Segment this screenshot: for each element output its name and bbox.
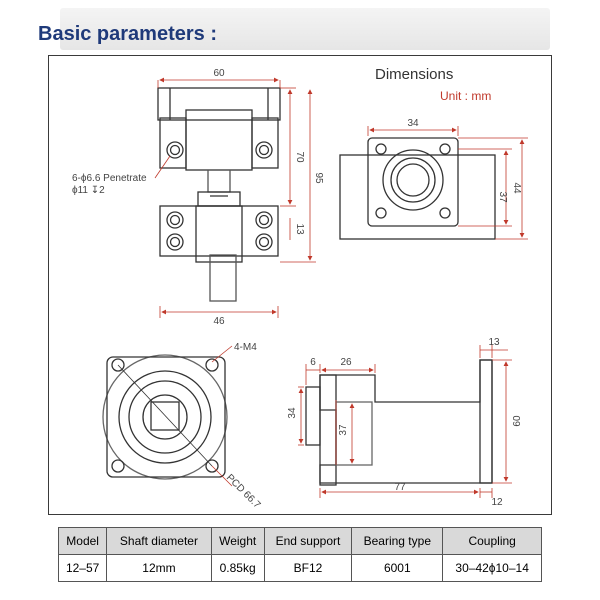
bottom-view-dimensions	[211, 345, 233, 487]
table-cell: 0.85kg	[210, 554, 265, 582]
front-view	[157, 87, 281, 302]
dim-section-26: 26	[340, 357, 352, 368]
dimensions-title: Dimensions	[375, 66, 453, 83]
mounting-hole-icon	[166, 141, 273, 251]
hole-callout-line1: 6-ϕ6.6 Penetrate	[72, 173, 147, 184]
dim-section-13: 13	[488, 337, 500, 348]
unit-label: Unit : mm	[440, 89, 491, 103]
page-title: Basic parameters :	[38, 23, 217, 45]
side-view	[339, 137, 496, 240]
table-cell: 6001	[351, 554, 444, 582]
parameters-table: Model Shaft diameter Weight End support …	[57, 527, 542, 582]
dim-section-6: 6	[310, 357, 316, 368]
dim-side-34: 34	[407, 118, 419, 129]
label-4-m4: 4-M4	[234, 342, 257, 353]
dim-section-60: 60	[512, 415, 523, 427]
label-pcd: PCD 66.7	[224, 472, 263, 511]
dim-side-37: 37	[497, 191, 508, 203]
dim-front-95: 95	[313, 172, 324, 184]
table-row: 12–57 12mm 0.85kg BF12 6001 30–42ϕ10–14	[57, 554, 542, 582]
table-header-row: Model Shaft diameter Weight End support …	[57, 527, 542, 555]
section-view-dimensions	[298, 345, 512, 498]
dim-section-77: 77	[394, 482, 406, 493]
table-header-cell: Shaft diameter	[106, 527, 212, 555]
table-header-cell: Bearing type	[351, 527, 444, 555]
dim-front-13: 13	[294, 223, 305, 235]
section-view	[305, 359, 493, 486]
dim-section-37: 37	[338, 424, 349, 436]
table-cell: 12mm	[106, 554, 212, 582]
side-view-dimensions	[367, 126, 528, 240]
table-header-cell: Model	[57, 527, 108, 555]
table-cell: 12–57	[57, 554, 108, 582]
drawing-frame	[48, 55, 552, 515]
dim-section-12: 12	[491, 497, 503, 508]
table-header-cell: Weight	[210, 527, 265, 555]
bottom-view	[102, 354, 228, 480]
dim-section-34: 34	[287, 407, 298, 419]
table-cell: BF12	[263, 554, 353, 582]
dim-front-70: 70	[294, 151, 305, 163]
table-header-cell: Coupling	[442, 527, 542, 555]
header-banner	[60, 8, 550, 50]
dim-side-44: 44	[511, 182, 522, 194]
front-view-dimensions	[154, 77, 316, 318]
table-cell: 30–42ϕ10–14	[442, 554, 542, 582]
table-header-cell: End support	[263, 527, 353, 555]
dim-front-width: 60	[213, 68, 225, 79]
hole-callout-line2: ϕ11 ↧2	[72, 185, 105, 196]
dim-front-46: 46	[213, 316, 225, 327]
